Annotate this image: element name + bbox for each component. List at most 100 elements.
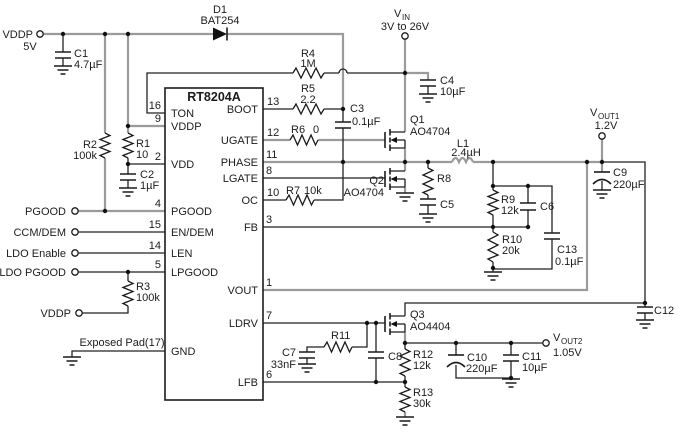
- resistor-R11: [323, 340, 353, 354]
- label-r2-ref: R2: [83, 139, 97, 151]
- labels: VDDP 5V V IN 3V to 26V V OUT1 1.2V V OUT…: [0, 4, 674, 410]
- capacitor-C9-curved-plate: [592, 178, 612, 185]
- label-c12-ref: C12: [654, 305, 674, 317]
- capacitor-C2: [120, 173, 136, 181]
- mosfet-q3: [384, 313, 406, 335]
- wire-exposed-pad-gnd: [71, 350, 165, 357]
- pin-label-pgood: PGOOD: [171, 206, 212, 218]
- label-r10-value: 20k: [502, 245, 520, 257]
- wire-c4-stub: [405, 71, 430, 80]
- pin-label-lgate: LGATE: [223, 173, 258, 185]
- pin-num-1: 1: [266, 277, 272, 289]
- pin-num-3: 3: [266, 214, 272, 226]
- capacitor-C8: [368, 351, 384, 359]
- label-r8-ref: R8: [437, 173, 451, 185]
- pin-label-vout: VOUT: [227, 285, 258, 297]
- label-r3-ref: R3: [136, 281, 150, 293]
- ground-c1: [53, 65, 73, 75]
- diode-d1: [213, 27, 228, 41]
- capacitor-C1: [55, 51, 71, 59]
- capacitor-C7: [299, 351, 315, 359]
- label-c11-value: 10µF: [522, 362, 548, 374]
- label-c9-ref: C9: [613, 167, 627, 179]
- wire-q3-drain-rail: [404, 302, 645, 316]
- wire-r11-c7: [306, 323, 368, 364]
- q3-stubs: [390, 315, 406, 333]
- resistor-R2: [98, 132, 112, 159]
- ground-c5: [418, 213, 438, 223]
- pin-num-10: 10: [267, 187, 279, 199]
- label-exposed-pad: Exposed Pad(17): [80, 337, 165, 349]
- label-vin-sub: IN: [402, 13, 410, 22]
- capacitor-C9-polarized: [592, 171, 612, 185]
- capacitor-C11: [503, 354, 519, 362]
- wire-oc-r7: [263, 162, 344, 201]
- ground-r13: [395, 416, 415, 426]
- pin-num-15: 15: [149, 219, 161, 231]
- label-r4-ref: R4: [301, 48, 315, 60]
- label-c7-value: 33nF: [271, 359, 296, 371]
- mosfet-q2: [384, 168, 406, 190]
- wire-ton-r4: [146, 68, 405, 114]
- capacitor-C3: [335, 121, 351, 129]
- pin-label-boot: BOOT: [227, 104, 258, 116]
- label-vddp-top: VDDP: [2, 29, 33, 41]
- chip-rt8204a: RT8204A GND: [164, 87, 264, 401]
- pin-num-11: 11: [266, 149, 277, 161]
- ground-c4: [418, 93, 438, 103]
- label-term-pgood: PGOOD: [25, 206, 66, 218]
- label-q3-value: AO4404: [410, 321, 450, 333]
- chip-outline: [164, 87, 264, 401]
- inductor-L1: [450, 156, 475, 165]
- label-vout2-value: 1.05V: [553, 347, 582, 359]
- label-r5-value: 2.2: [300, 94, 315, 106]
- pin-num-8: 8: [266, 165, 272, 177]
- label-r12-value: 12k: [413, 360, 431, 372]
- pin-label-oc: OC: [242, 195, 259, 207]
- terminal-ccm-dem: [71, 228, 79, 236]
- pin-label-ton: TON: [171, 108, 194, 120]
- label-c2-ref: C2: [140, 169, 154, 181]
- ground-r10: [483, 271, 503, 281]
- pin-label-len: LEN: [171, 248, 192, 260]
- terminal-ldo-enable: [71, 249, 79, 257]
- junction-dots: [60, 31, 648, 385]
- label-c5-ref: C5: [440, 199, 454, 211]
- label-d1-ref: D1: [213, 4, 227, 16]
- chip-name: RT8204A: [187, 90, 241, 104]
- capacitor-C6: [520, 202, 536, 211]
- label-r7-value: 10k: [304, 185, 322, 197]
- wire-rail-to-c12: [602, 161, 646, 303]
- label-c2-value: 1µF: [140, 180, 159, 192]
- resistor-R1: [121, 132, 135, 159]
- label-r6-ref: R6: [291, 124, 305, 136]
- pin-num-9: 9: [155, 113, 161, 125]
- q2-arrow: [390, 176, 397, 182]
- wire-r3-leads: [82, 272, 129, 314]
- resistor-R8: [421, 167, 435, 196]
- resistor-R9: [486, 189, 500, 216]
- label-r1-ref: R1: [136, 138, 150, 150]
- components: [55, 27, 653, 413]
- label-d1-value: BAT254: [201, 15, 240, 27]
- pin-label-endem: EN/DEM: [171, 227, 214, 239]
- label-term-ldo-pgood: LDO PGOOD: [0, 267, 66, 279]
- label-vddp-5v: 5V: [23, 41, 37, 53]
- resistor-R13: [398, 386, 412, 413]
- pin-num-16: 16: [149, 100, 161, 112]
- label-q2-ref: Q2: [369, 175, 384, 187]
- label-r11-ref: R11: [331, 330, 350, 342]
- label-vout2-prefix: V: [553, 332, 561, 344]
- q1-stubs: [390, 131, 406, 149]
- signal-wires: [62, 34, 646, 387]
- pin-label-fb: FB: [244, 222, 258, 234]
- label-r12-ref: R12: [413, 349, 433, 361]
- wire-d1-to-c3: [227, 32, 345, 109]
- capacitor-C4: [420, 79, 436, 87]
- label-l1-ref: L1: [457, 138, 469, 150]
- terminal-vout2: [542, 339, 550, 347]
- wire-fb-divider-top: [492, 162, 553, 272]
- label-vout1-prefix: V: [590, 107, 598, 119]
